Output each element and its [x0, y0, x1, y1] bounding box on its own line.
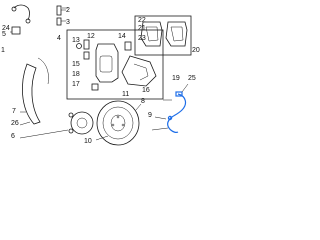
hose-fitting	[11, 6, 17, 12]
disc-hat	[110, 114, 126, 132]
callout-22: 22	[138, 17, 146, 24]
callout-12: 12	[87, 33, 95, 40]
caliper-group-box	[66, 29, 164, 100]
callout-10: 10	[84, 138, 92, 145]
caliper-piston	[99, 55, 113, 73]
sensor-clip	[167, 115, 173, 121]
callout-9: 9	[148, 112, 152, 119]
callout-21: 21	[138, 25, 146, 32]
callout-13: 13	[72, 37, 80, 44]
callout-20: 20	[192, 47, 200, 54]
bleeder-screw	[76, 43, 82, 49]
bolt-2	[56, 5, 62, 16]
callout-18: 18	[72, 71, 80, 78]
callout-25: 25	[188, 75, 196, 82]
guide-pin-boot	[83, 51, 90, 60]
brake-disc	[96, 100, 140, 146]
brake-hose	[13, 4, 30, 21]
wheel-hub	[70, 111, 94, 135]
brake-pad-left	[140, 21, 163, 47]
callout-4: 4	[57, 35, 61, 42]
callout-5: 5	[2, 31, 6, 38]
callout-16: 16	[142, 87, 150, 94]
callout-7: 7	[12, 108, 16, 115]
callout-19: 19	[172, 75, 180, 82]
callout-23: 23	[138, 35, 146, 42]
callout-2: 2	[66, 7, 70, 14]
guide-bolt	[124, 41, 132, 51]
guide-pin	[83, 39, 90, 50]
callout-26: 26	[11, 120, 19, 127]
callout-1: 1	[1, 47, 5, 54]
callout-15: 15	[72, 61, 80, 68]
callout-24: 24	[2, 25, 10, 32]
callout-8: 8	[141, 98, 145, 105]
bracket	[11, 26, 21, 35]
dust-shield	[22, 63, 41, 125]
hub-bolt	[68, 128, 74, 134]
callout-11: 11	[122, 91, 129, 98]
sensor-head	[175, 91, 183, 97]
wheel-speed-sensor	[167, 93, 187, 133]
bolt-3	[56, 17, 62, 26]
hose-end-fitting	[25, 18, 31, 24]
callout-6: 6	[11, 133, 15, 140]
brake-pad-right	[165, 21, 188, 47]
callout-14: 14	[118, 33, 126, 40]
pad-group-box	[134, 15, 192, 56]
callout-3: 3	[66, 19, 70, 26]
callout-17: 17	[72, 81, 80, 88]
caliper-bracket	[121, 55, 157, 87]
caliper-body	[95, 43, 119, 83]
brake-assembly-diagram: 1 2 3 4 5 6 7 8 9 10 11 12 13 14 15 16 1…	[1, 4, 200, 146]
hub-bolt	[68, 112, 74, 118]
guide-bolt-lower	[91, 83, 99, 91]
